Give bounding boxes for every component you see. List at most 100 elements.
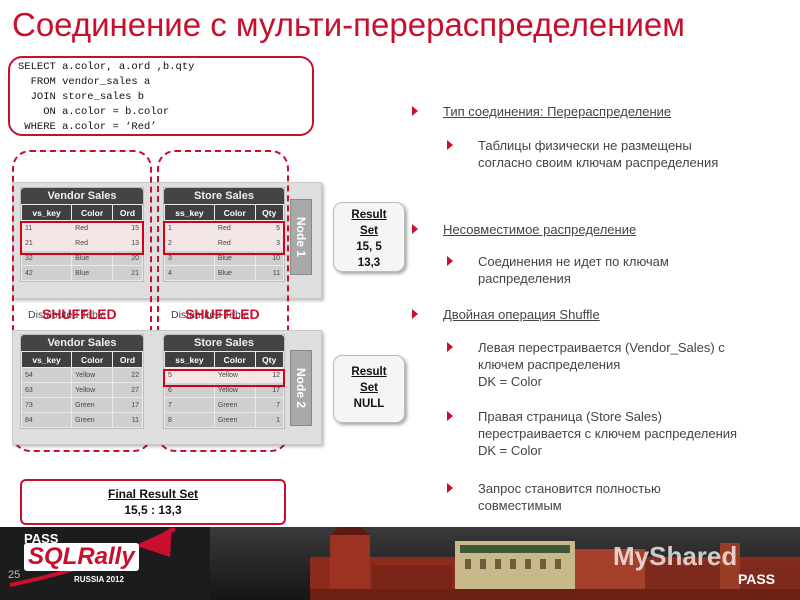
bullet-text: Таблицы физически не размещены согласно …: [478, 138, 719, 170]
table-row: 4 Blue 11: [165, 266, 283, 280]
bullet-triangle-icon: [447, 140, 453, 150]
table-title: Store Sales: [164, 335, 284, 351]
table-row: 5 Yellow 12: [165, 368, 283, 382]
cell: 5: [255, 221, 283, 235]
table-row: 63 Yellow 27: [22, 383, 142, 397]
column-header: Color: [214, 352, 255, 367]
bullet-triangle-icon: [412, 224, 418, 234]
cell: 2: [165, 236, 214, 250]
bullet-triangle-icon: [412, 106, 418, 116]
cell: 21: [112, 266, 142, 280]
column-header: vs_key: [22, 352, 72, 367]
result-label: Result: [351, 366, 387, 378]
distributed-table-label: Distributed Table: [28, 309, 107, 321]
table-row: 8 Green 1: [165, 413, 283, 427]
cell: 1: [255, 413, 283, 427]
page-number: 25: [8, 569, 21, 581]
cell: Red: [214, 236, 255, 250]
column-header: vs_key: [22, 205, 72, 220]
table-row: 42 Blue 21: [22, 266, 142, 280]
red-row-highlight: [163, 369, 285, 387]
bullet-triangle-icon: [447, 256, 453, 266]
sql-query-text: SELECT a.color, a.ord ,b.qty FROM vendor…: [18, 61, 195, 133]
result-label: Set: [360, 382, 378, 394]
bullet-text: Запрос становится полностью совместимым: [478, 481, 661, 513]
node-1-label: Node 1: [290, 199, 312, 275]
bullet-triangle-icon: [412, 309, 418, 319]
cell: 13: [112, 236, 142, 250]
table-row: 1 Red 5: [165, 221, 283, 235]
table-row: 11 Red 15: [22, 221, 142, 235]
cell: 1: [165, 221, 214, 235]
column-header: ss_key: [165, 352, 214, 367]
cell: 42: [22, 266, 72, 280]
node-1-store-sales-table: Store Sales ss_key Color Qty 1 Red 5 2 R…: [163, 187, 285, 282]
result-value: 13,3: [357, 257, 381, 269]
distributed-table-label: Distributed Table: [171, 309, 250, 321]
table-title: Vendor Sales: [21, 335, 143, 351]
cell: 5: [165, 368, 214, 382]
cell: Red: [72, 221, 112, 235]
shuffled-label: SHUFFLED: [42, 306, 117, 322]
kremlin-backdrop-image: [0, 527, 800, 600]
pass-logo-top: PASS: [24, 531, 59, 546]
cell: Green: [72, 413, 112, 427]
pass-footer-logo: PASS: [738, 571, 776, 587]
cell: Yellow: [214, 368, 255, 382]
cell: 7: [165, 398, 214, 412]
red-rows-highlight: [20, 221, 144, 255]
bullet-text: Тип соединения: Перераспределение: [443, 104, 672, 119]
cell: 12: [255, 368, 283, 382]
cell: 73: [22, 398, 72, 412]
node-2-result-set: Result Set NULL: [333, 355, 405, 423]
column-header: Color: [72, 205, 112, 220]
bullet-triangle-icon: [447, 342, 453, 352]
cell: Red: [214, 221, 255, 235]
shuffled-label: SHUFFLED: [185, 306, 260, 322]
cell: Yellow: [72, 368, 112, 382]
cell: 21: [22, 236, 72, 250]
column-header: Ord: [112, 352, 142, 367]
cell: Yellow: [72, 383, 112, 397]
result-label: Result: [351, 209, 387, 221]
table-title: Store Sales: [164, 188, 284, 204]
bullet-text: Правая страница (Store Sales) перестраив…: [478, 409, 738, 458]
store-shuffled-label-group: Distributed Table SHUFFLED: [163, 306, 295, 324]
cell: 15: [112, 221, 142, 235]
cell: Green: [214, 413, 255, 427]
cell: 4: [165, 266, 214, 280]
bullet-text: Левая перестраивается (Vendor_Sales) с к…: [478, 340, 725, 389]
node-1-result-set: Result Set 15, 5 13,3: [333, 202, 405, 272]
final-result-box: Final Result Set 15,5 : 13,3: [20, 479, 286, 525]
column-header: Color: [72, 352, 112, 367]
cell: Red: [72, 236, 112, 250]
cell: 3: [255, 236, 283, 250]
result-label: Set: [360, 225, 378, 237]
final-result-label: Final Result Set: [107, 487, 199, 501]
vendor-shuffle-outline: [12, 150, 152, 452]
bullet-triangle-icon: [447, 483, 453, 493]
column-header: Qty: [255, 205, 283, 220]
node-2-vendor-sales-table: Vendor Sales vs_key Color Ord 54 Yellow …: [20, 334, 144, 429]
cell: 7: [255, 398, 283, 412]
sql-query-box: [8, 56, 314, 136]
column-header: Ord: [112, 205, 142, 220]
cell: 8: [165, 413, 214, 427]
data-grid: ss_key Color Qty 1 Red 5 2 Red 3 3 Blue …: [164, 204, 284, 281]
cell: 11: [22, 221, 72, 235]
red-rows-highlight: [163, 221, 285, 255]
final-result-value: 15,5 : 13,3: [124, 503, 182, 517]
cell: 22: [112, 368, 142, 382]
cell: 63: [22, 383, 72, 397]
sqlrally-logo: SQLRally: [24, 543, 139, 571]
bullet-text: Несовместимое распределение: [443, 222, 637, 237]
table-row: 54 Yellow 22: [22, 368, 142, 382]
table-row: 21 Red 13: [22, 236, 142, 250]
table-row: 84 Green 11: [22, 413, 142, 427]
cell: Blue: [214, 266, 255, 280]
cell: Green: [214, 398, 255, 412]
bullet-text: Соединения не идет по ключам распределен…: [478, 254, 669, 286]
cell: 54: [22, 368, 72, 382]
cell: Green: [72, 398, 112, 412]
bullet-text: Двойная операция Shuffle: [443, 307, 600, 322]
